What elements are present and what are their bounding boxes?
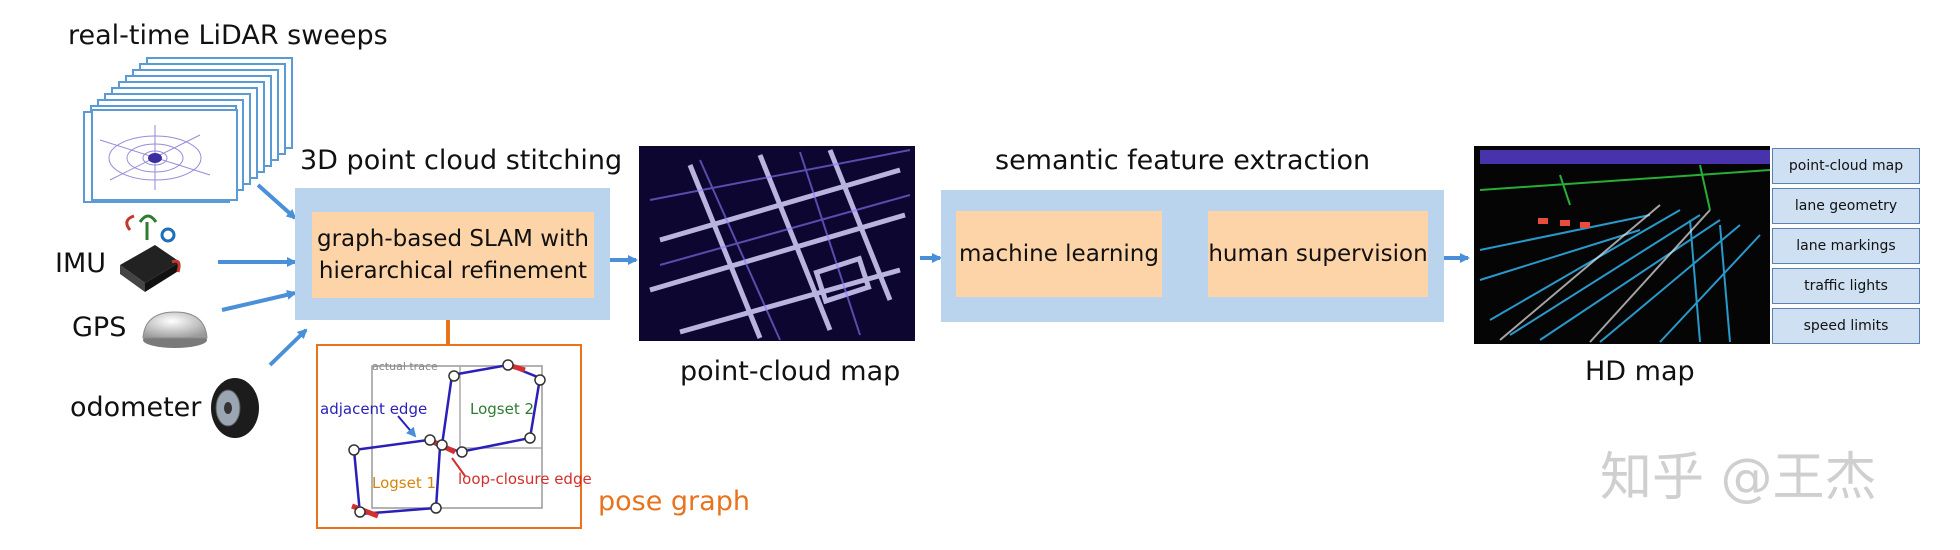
input-arrows (218, 183, 308, 367)
slam-line-1: graph-based SLAM with (317, 226, 589, 252)
point-cloud-caption: point-cloud map (680, 356, 901, 387)
hd-map-layers: point-cloud map lane geometry lane marki… (1772, 148, 1920, 344)
slam-line-2: hierarchical refinement (318, 258, 588, 284)
semantic-title: semantic feature extraction (995, 145, 1371, 176)
hd-map-caption: HD map (1585, 356, 1695, 387)
odometer-icon (211, 378, 259, 438)
layer-traffic-lights: traffic lights (1772, 268, 1920, 304)
layer-lane-markings: lane markings (1772, 228, 1920, 264)
layer-lane-geometry: lane geometry (1772, 188, 1920, 224)
pose-graph-frame (316, 344, 582, 529)
loop-closure-label: loop-closure edge (458, 470, 592, 488)
layer-point-cloud-map: point-cloud map (1772, 148, 1920, 184)
slam-box: graph-based SLAM with hierarchical refin… (312, 212, 594, 298)
stage-arrows (610, 253, 1470, 265)
pose-graph-drawing (348, 359, 546, 519)
logset1-label: Logset 1 (372, 474, 437, 492)
gps-label: GPS (72, 312, 127, 343)
watermark: 知乎 @王杰 (1600, 448, 1877, 508)
imu-icon (120, 214, 181, 292)
layer-speed-limits: speed limits (1772, 308, 1920, 344)
actual-trace-label: actual trace (372, 360, 438, 373)
point-cloud-map-image (639, 146, 915, 341)
gps-icon (142, 311, 208, 348)
stitching-title: 3D point cloud stitching (300, 145, 623, 176)
machine-learning-box: machine learning (956, 211, 1162, 297)
odometer-label: odometer (70, 392, 202, 423)
adjacent-edge-label: adjacent edge (320, 400, 428, 418)
pose-graph-label: pose graph (598, 486, 750, 517)
human-supervision-box: human supervision (1208, 211, 1428, 297)
lidar-label: real-time LiDAR sweeps (68, 20, 388, 51)
imu-label: IMU (55, 248, 107, 279)
hd-map-image (1474, 146, 1771, 344)
logset2-label: Logset 2 (470, 400, 535, 418)
lidar-sweeps-stack (83, 57, 293, 203)
